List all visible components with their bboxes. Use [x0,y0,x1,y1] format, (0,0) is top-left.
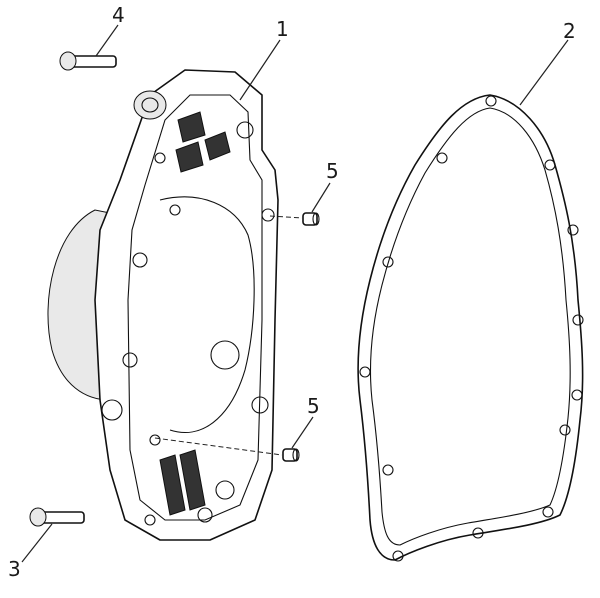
dowel-pin-lower [282,448,300,462]
gasket [357,94,584,562]
bolt-lower [29,507,85,527]
engine-cover [47,69,279,541]
leader-line-1 [239,39,281,101]
leader-line-2 [519,39,569,106]
leader-line-3 [21,523,53,563]
leader-line-5a [311,182,331,213]
alignment-line-lower [154,437,283,456]
alignment-line-upper [269,215,303,219]
leader-line-4 [95,24,119,57]
callout-3: 3 [8,557,21,581]
callout-4: 4 [112,3,125,27]
callout-5-upper: 5 [326,159,339,183]
leader-line-5b [291,416,314,449]
callout-2: 2 [563,19,576,43]
callout-1: 1 [276,17,289,41]
callout-5-lower: 5 [307,394,320,418]
dowel-pin-upper [302,212,320,226]
bolt-upper [59,51,117,71]
